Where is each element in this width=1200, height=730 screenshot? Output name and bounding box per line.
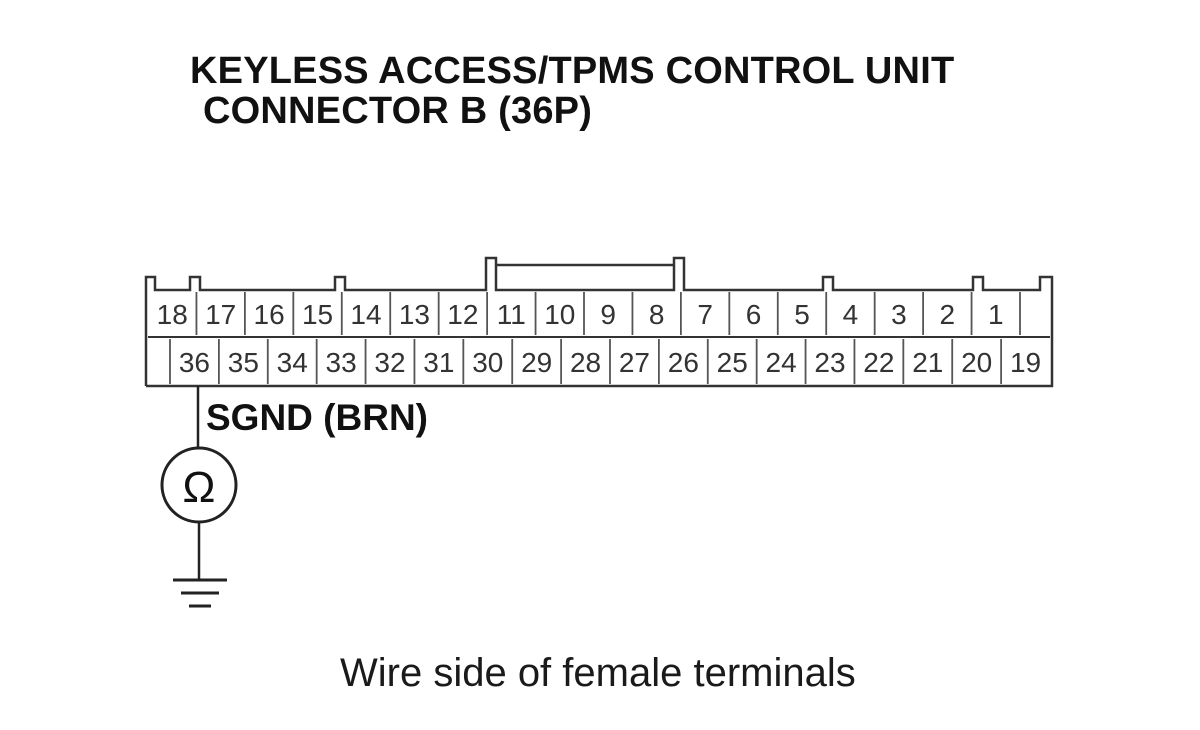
pin-label: 7 bbox=[697, 299, 713, 330]
pin-label: 13 bbox=[399, 299, 430, 330]
pin-label: 31 bbox=[423, 347, 454, 378]
connector-housing bbox=[144, 256, 1054, 388]
pin-label: 33 bbox=[326, 347, 357, 378]
pin-label: 23 bbox=[814, 347, 845, 378]
pin-label: 11 bbox=[497, 299, 526, 330]
pin-label: 16 bbox=[254, 299, 285, 330]
pin-label: 10 bbox=[544, 299, 575, 330]
pin-label: 24 bbox=[766, 347, 797, 378]
pin-label: 6 bbox=[746, 299, 762, 330]
ohm-symbol: Ω bbox=[183, 463, 216, 512]
pin-label: 30 bbox=[472, 347, 503, 378]
pin-label: 28 bbox=[570, 347, 601, 378]
pin-label: 14 bbox=[350, 299, 381, 330]
pin-label: 12 bbox=[447, 299, 478, 330]
pin-label: 18 bbox=[157, 299, 188, 330]
pin-label: 26 bbox=[668, 347, 699, 378]
pin-label: 9 bbox=[600, 299, 616, 330]
ground-icon bbox=[173, 578, 227, 608]
pin-label: 20 bbox=[961, 347, 992, 378]
pin-label: 25 bbox=[717, 347, 748, 378]
pin-label: 17 bbox=[205, 299, 236, 330]
pin-label: 27 bbox=[619, 347, 650, 378]
pin-label: 4 bbox=[843, 299, 859, 330]
pin-label: 15 bbox=[302, 299, 333, 330]
pin-label: 19 bbox=[1010, 347, 1041, 378]
pin-label: 21 bbox=[912, 347, 943, 378]
pin-label: 32 bbox=[374, 347, 405, 378]
pin-label: 36 bbox=[179, 347, 210, 378]
title-line-1: KEYLESS ACCESS/TPMS CONTROL UNIT bbox=[190, 50, 955, 92]
wire-label: SGND (BRN) bbox=[206, 397, 428, 438]
pin-label: 29 bbox=[521, 347, 552, 378]
title-line-2: CONNECTOR B (36P) bbox=[203, 90, 593, 132]
pin-label: 2 bbox=[940, 299, 956, 330]
pin-label: 34 bbox=[277, 347, 308, 378]
pin-label: 8 bbox=[649, 299, 665, 330]
pin-label: 35 bbox=[228, 347, 259, 378]
pin-label: 3 bbox=[891, 299, 907, 330]
caption: Wire side of female terminals bbox=[340, 651, 856, 695]
pin-label: 5 bbox=[794, 299, 810, 330]
pin-label: 1 bbox=[988, 299, 1004, 330]
ohmmeter-icon: Ω bbox=[160, 446, 238, 524]
pin-label: 22 bbox=[863, 347, 894, 378]
